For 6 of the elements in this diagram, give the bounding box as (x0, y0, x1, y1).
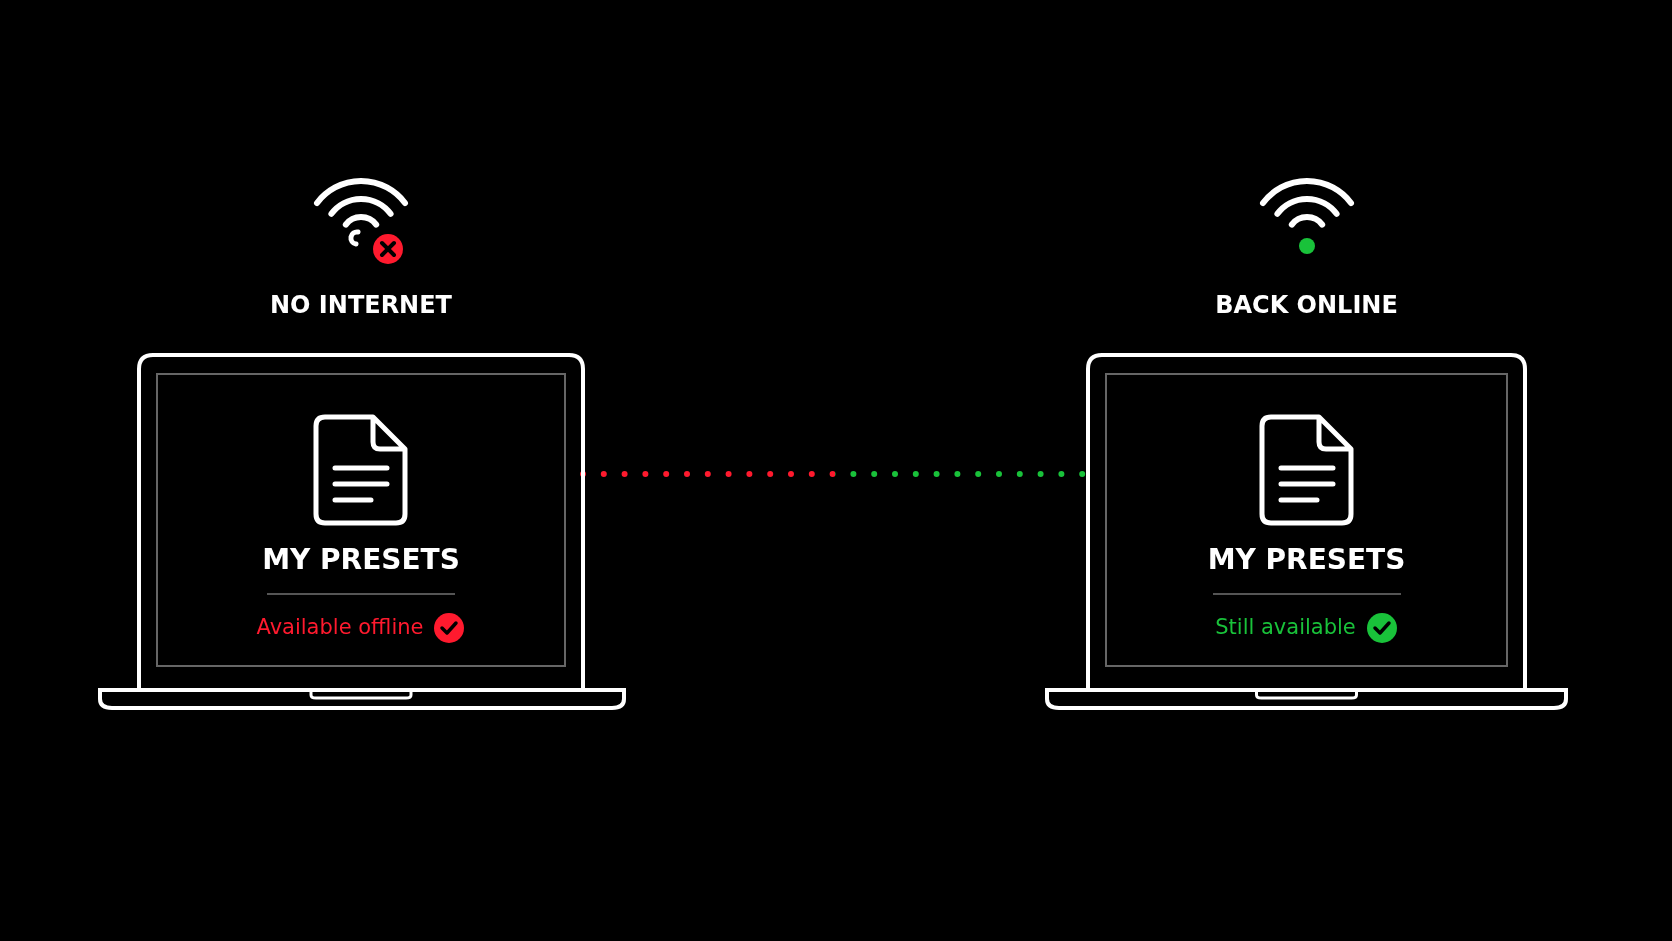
status-heading: NO INTERNET (269, 291, 453, 319)
status-heading: BACK ONLINE (1214, 291, 1399, 319)
folder-title: MY PRESETS (1206, 543, 1407, 576)
availability-text: Available offline (256, 615, 424, 639)
availability-text: Still available (1215, 615, 1356, 639)
folder-title: MY PRESETS (261, 543, 461, 576)
